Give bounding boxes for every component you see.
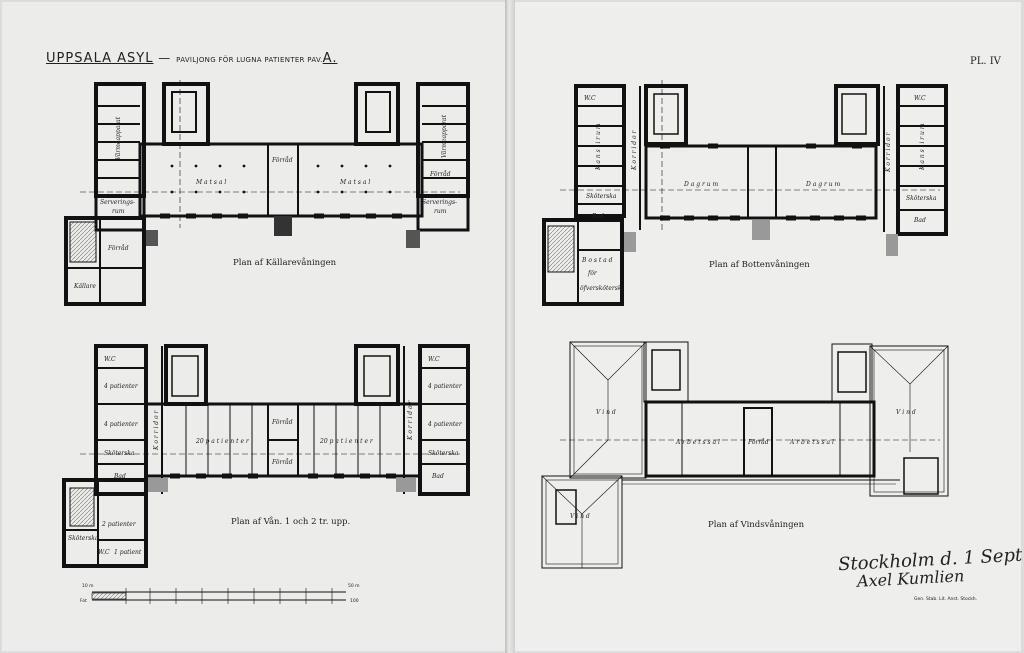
basement-plan [64, 80, 470, 306]
scale-label-left-bottom: Fot [80, 599, 87, 604]
caption-ground: Plan af Bottenvåningen [709, 260, 810, 270]
label-wc-upper-right: W.C [428, 356, 440, 363]
basement-labels: M a t s a l M a t s a l Förråd Förråd Se… [73, 114, 457, 290]
book-gutter [505, 0, 515, 653]
attic-plan [541, 341, 949, 569]
label-bostad: B o s t a d [581, 257, 613, 264]
label-arbetssal-right: A r b e t s s a l [789, 439, 834, 446]
attic-labels: V i n d V i n d V i n d A r b e t s s a … [570, 409, 916, 520]
label-varmeapparat-left: Värmeapparat [115, 116, 122, 160]
label-kanslirum-right: K a n s l i r u m [919, 123, 926, 171]
label-skoterska-ground-left: Sköterska [586, 193, 617, 200]
label-vind-left: V i n d [596, 409, 616, 416]
printer-credit: Gen. Stab. Lit. Anst. Stockh. [914, 597, 978, 602]
label-skoterska-annex: Sköterska [68, 535, 99, 542]
right-sheet [513, 2, 1021, 651]
label-2-patienter: 2 patienter [101, 521, 137, 528]
label-korridor-upper-left: K o r r i d o r [153, 409, 160, 451]
scale-bar [91, 588, 346, 604]
label-korridor-upper-right: K o r r i d o r [407, 399, 414, 441]
label-bad-ground-right: Bad [913, 217, 926, 224]
label-bad-upper-left: Bad [113, 473, 126, 480]
title-pav: PAV. [304, 56, 323, 64]
label-bad-ground-left: Bad [591, 213, 604, 220]
label-forrad-attic: Förråd [747, 439, 769, 446]
ground-floor-labels: W.C W.C D a g r u m D a g r u m Skötersk… [580, 95, 937, 292]
title-asylum: UPPSALA ASYL [46, 51, 154, 66]
label-kanslirum-left: K a n s l i r u m [595, 123, 602, 171]
label-varmeapparat-right: Värmeapparat [441, 114, 448, 158]
label-20-patienter-right: 20 p a t i e n t e r [319, 438, 374, 445]
label-vind-annex: V i n d [570, 513, 590, 520]
label-4-patienter-1: 4 patienter [103, 383, 139, 390]
label-4-patienter-2: 4 patienter [103, 421, 139, 428]
upper-floor-labels: W.C W.C 4 patienter 4 patienter 4 patien… [68, 356, 463, 556]
label-20-patienter-left: 20 p a t i e n t e r [195, 438, 250, 445]
label-forrad-basement-right: Förråd [429, 171, 451, 178]
ground-floor-plan [542, 80, 948, 306]
title-dash: — [153, 51, 177, 65]
label-rum-right: rum [434, 208, 447, 215]
label-4-patienter-3: 4 patienter [427, 383, 463, 390]
label-korridor-ground-left: K o r r i d o r [631, 129, 638, 171]
label-ofverskoterska: öfverskötersk. [580, 285, 624, 292]
label-dagrum-right: D a g r u m [805, 181, 840, 188]
label-for: för [587, 270, 598, 277]
label-matsal-left: M a t s a l [195, 179, 226, 186]
title-pav-letter: A. [322, 51, 338, 66]
label-forrad-annex: Förråd [107, 245, 129, 252]
label-dagrum-left: D a g r u m [683, 181, 718, 188]
sheet-title: UPPSALA ASYL — PAVILJONG FÖR LUGNA PATIE… [46, 51, 337, 66]
caption-basement: Plan af Källarevåningen [233, 258, 337, 268]
label-forrad-upper-2: Förråd [271, 459, 293, 466]
label-wc-annex: W.C [98, 549, 110, 556]
label-1-patient: 1 patient [114, 549, 142, 556]
upper-floor-plan [62, 344, 470, 568]
label-wc-ground-left: W.C [584, 95, 596, 102]
label-skoterska-upper-right: Sköterska [428, 450, 459, 457]
caption-upper: Plan af Vån. 1 och 2 tr. upp. [231, 517, 351, 527]
label-skoterska-ground-right: Sköterska [906, 195, 937, 202]
plate-number: PL. IV [970, 56, 1001, 67]
scale-label-right-bottom: 100 [350, 599, 359, 604]
left-sheet [2, 2, 507, 651]
label-skoterska-upper-left: Sköterska [104, 450, 135, 457]
label-bad-upper-right: Bad [431, 473, 444, 480]
label-wc-upper-left: W.C [104, 356, 116, 363]
label-forrad-basement: Förråd [271, 157, 293, 164]
label-vind-right: V i n d [896, 409, 916, 416]
label-wc-ground-right: W.C [914, 95, 926, 102]
label-serverings-right: Serverings- [422, 199, 457, 206]
scale-label-left-top: 10 m [82, 584, 94, 589]
label-korridor-ground-right: K o r r i d o r [885, 131, 892, 173]
label-rum-left: rum [112, 208, 125, 215]
label-serverings-left: Serverings- [100, 199, 135, 206]
caption-attic: Plan af Vindsvåningen [708, 520, 805, 530]
label-matsal-right: M a t s a l [339, 179, 370, 186]
scale-label-right-top: 50 m [348, 584, 360, 589]
label-kallare: Källare [73, 283, 96, 290]
title-pavilion: PAVILJONG FÖR LUGNA PATIENTER [176, 56, 305, 64]
label-arbetssal-left: A r b e t s s a l [675, 439, 720, 446]
label-forrad-upper-1: Förråd [271, 419, 293, 426]
label-4-patienter-4: 4 patienter [427, 421, 463, 428]
